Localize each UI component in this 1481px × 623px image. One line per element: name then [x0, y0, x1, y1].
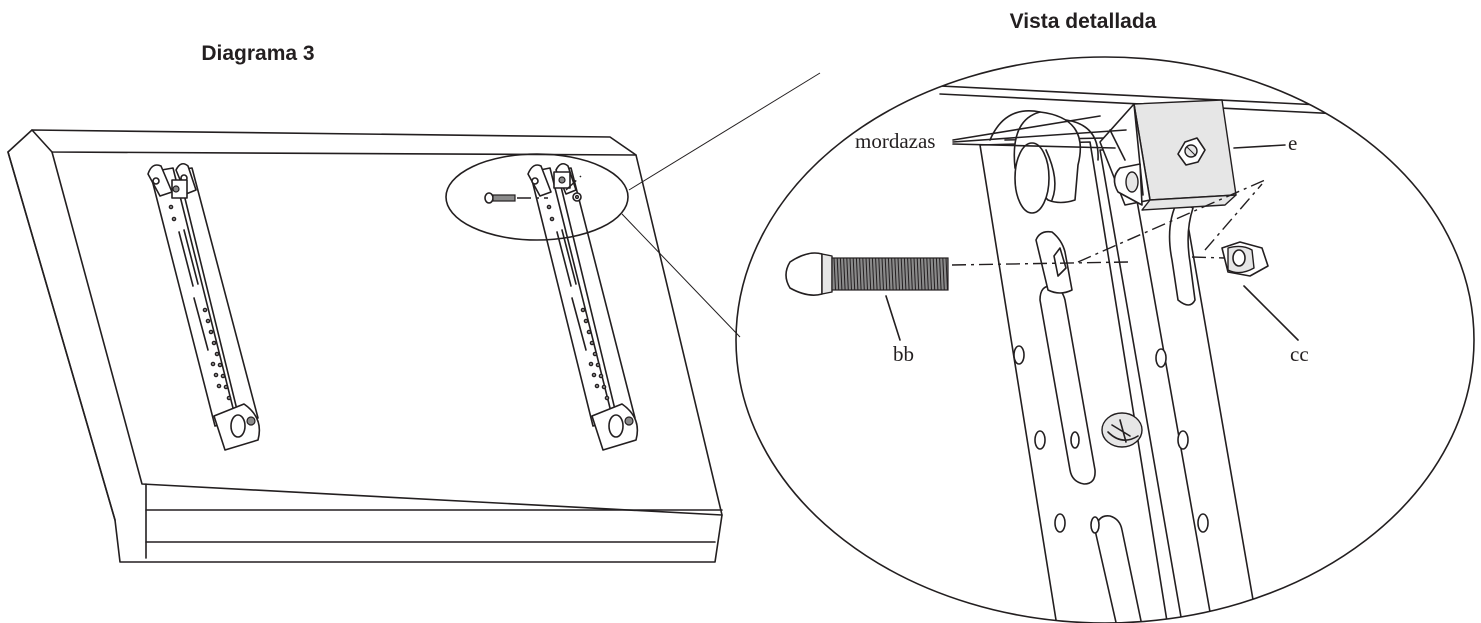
detail-view: mordazas e bb cc [735, 56, 1475, 623]
bolt-thread-lines [833, 257, 948, 291]
bolt-thread-line [878, 257, 881, 291]
bolt-thread-line [910, 257, 913, 291]
jaw-block [1099, 99, 1237, 211]
right-bracket [484, 162, 639, 451]
bolt-thread-line [843, 257, 846, 291]
right-bracket-holes [546, 204, 610, 401]
left-bracket [147, 162, 261, 451]
bolt-thread-line [836, 257, 840, 291]
part-cc-callout: cc [1243, 285, 1309, 366]
bolt-thread-line [894, 257, 897, 291]
bolt-thread-line [855, 257, 859, 291]
jaws-label: mordazas [855, 129, 935, 153]
bolt-thread-line [846, 257, 849, 291]
bolt-thread-line [929, 257, 932, 291]
part-bb-label: bb [893, 342, 914, 366]
bolt-thread-line [881, 257, 884, 291]
bolt-thread-line [859, 257, 862, 291]
bolt-thread-line [900, 257, 904, 291]
bolt-thread-line [907, 257, 910, 291]
diagram-title: Diagrama 3 [201, 42, 314, 65]
jaws-callout: mordazas [855, 115, 1127, 153]
hex-nut-icon [1191, 183, 1269, 277]
bolt-thread-line [849, 257, 852, 291]
detail-view-title: Vista detallada [1010, 10, 1157, 33]
bolt-thread-line [852, 257, 856, 291]
bolt-thread-line [884, 257, 888, 291]
bolt-thread-line [865, 257, 868, 291]
detail-right-arm-holes [1070, 348, 1209, 534]
mini-bolt-icon [484, 192, 548, 204]
detail-view-content [785, 83, 1461, 623]
bolt-thread-line [868, 257, 872, 291]
bolt-thread-line [923, 257, 926, 291]
part-bb-callout: bb [885, 295, 914, 366]
bolt-thread-line [919, 257, 923, 291]
phillips-screw-icon [1101, 412, 1143, 448]
bolt-thread-line [939, 257, 942, 291]
detail-bracket-arm-right [1070, 149, 1261, 623]
part-e-label: e [1288, 131, 1297, 155]
bolt-thread-line [903, 257, 907, 291]
mini-nut-icon [565, 175, 582, 202]
zoom-leader-lines [621, 72, 821, 338]
bolt-thread-line [862, 257, 865, 291]
bolt-thread-line [913, 257, 916, 291]
bolt-thread-line [875, 257, 878, 291]
bolt-thread-line [916, 257, 920, 291]
bolt-thread-line [945, 257, 948, 291]
highlight-ellipse [445, 153, 629, 241]
part-cc-label: cc [1290, 342, 1309, 366]
bolt-thread-line [935, 257, 939, 291]
bolt-thread-line [897, 257, 900, 291]
left-bracket-holes [168, 204, 232, 401]
bolt-thread-line [871, 257, 875, 291]
bolt-thread-line [926, 257, 929, 291]
bolt-thread-line [932, 257, 936, 291]
bolt-thread-line [887, 257, 891, 291]
bolt-thread-line [942, 257, 945, 291]
part-e-callout: e [1233, 131, 1297, 155]
detail-left-arm-holes [1013, 345, 1066, 533]
carriage-bolt-icon [785, 179, 1266, 296]
detail-circle [735, 56, 1475, 623]
bolt-thread-line [833, 257, 836, 291]
bolt-thread-line [839, 257, 843, 291]
bolt-thread-line [891, 257, 894, 291]
